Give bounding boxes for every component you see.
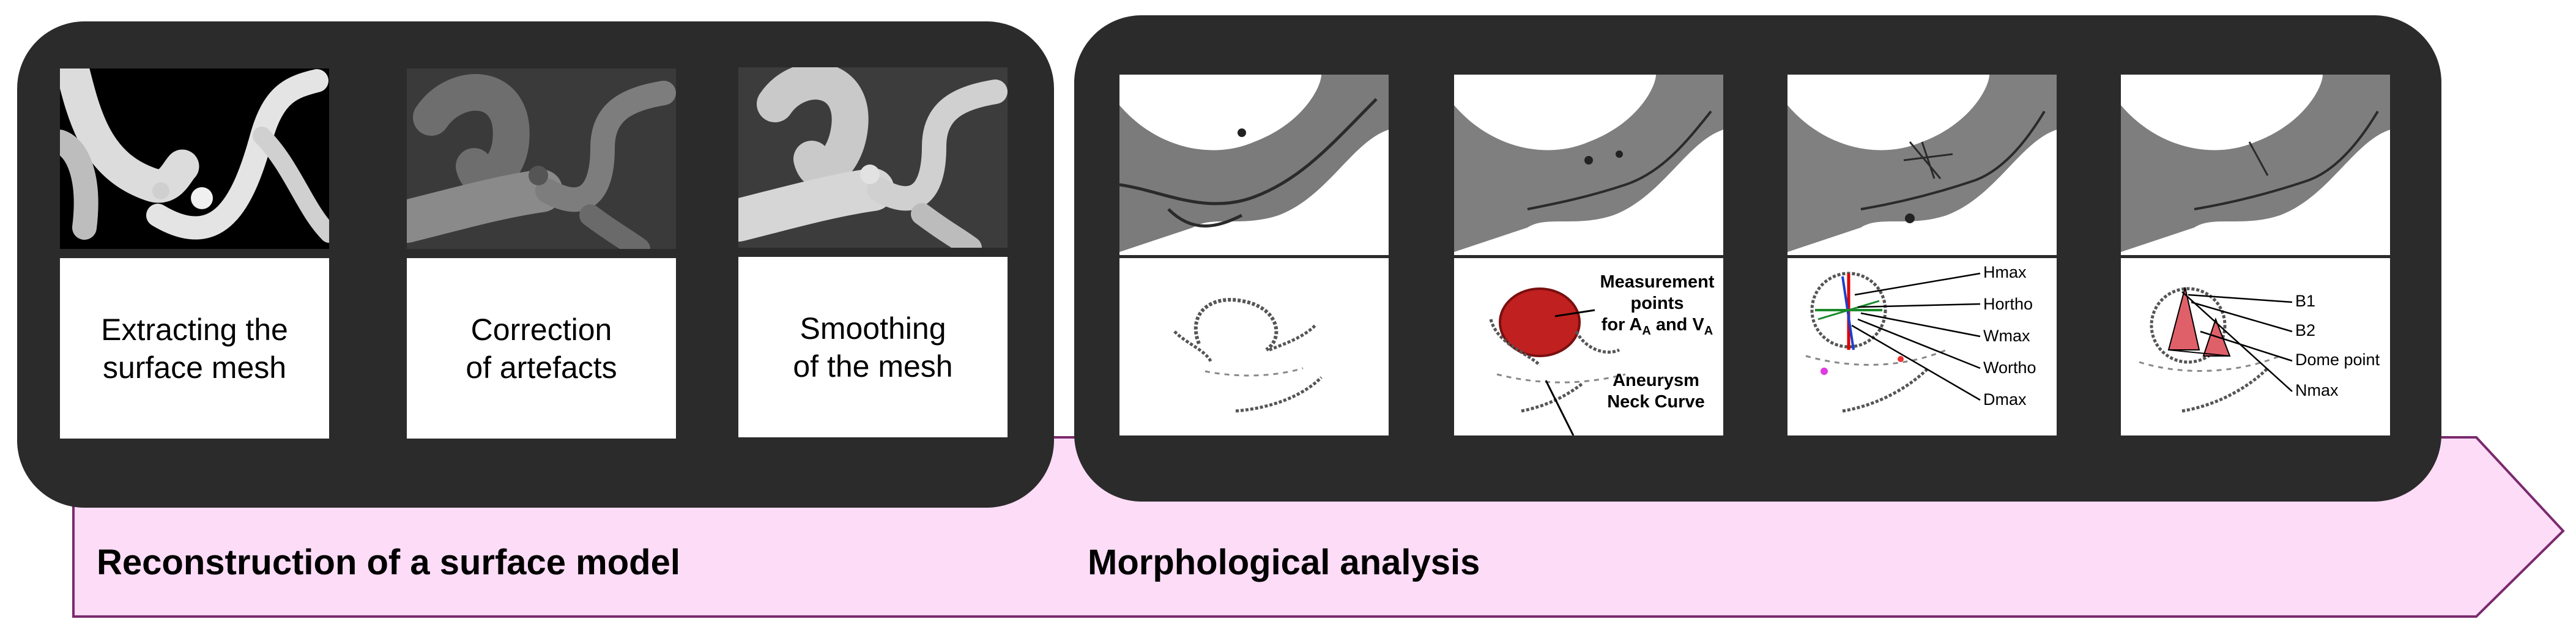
stage-title-reconstruction: Reconstruction of a surface model [97, 543, 680, 582]
vessel-centerline-image-3 [1787, 75, 2057, 255]
step-label-smoothing: Smoothing of the mesh [793, 311, 953, 384]
vessel-centerline-image-1 [1119, 75, 1389, 255]
index-hortho: Hortho [1983, 295, 2033, 313]
height-width-indices-card: Hmax Hortho Wmax Wortho Dmax [1787, 258, 2057, 435]
artefact-correction-image [407, 69, 676, 249]
smoothing-image [738, 67, 1008, 248]
index-wortho: Wortho [1983, 358, 2036, 377]
dome-points-card: B1 B2 Dome point Nmax [2121, 258, 2390, 435]
dome-label-b1: B1 [2295, 292, 2316, 310]
dome-label-b2: B2 [2295, 321, 2316, 339]
step-label-extracting: Extracting the surface mesh [101, 312, 288, 385]
step-card-extracting: Extracting the surface mesh [60, 258, 329, 439]
vessel-centerline-image-2 [1454, 75, 1723, 255]
index-wmax: Wmax [1983, 327, 2030, 345]
measurement-points-label: Measurement points for AA and VA [1600, 272, 1715, 338]
stage-title-morphology: Morphological analysis [1088, 543, 1480, 582]
index-hmax: Hmax [1983, 263, 2027, 281]
index-dmax: Dmax [1983, 390, 2027, 409]
step-card-correction: Correction of artefacts [407, 258, 676, 439]
aneurysm-outline-card [1119, 258, 1389, 435]
surface-mesh-image [60, 69, 329, 249]
step-card-smoothing: Smoothing of the mesh [738, 257, 1008, 437]
vessel-centerline-image-4 [2121, 75, 2390, 255]
dome-label-nmax: Nmax [2295, 381, 2339, 399]
dome-label-dome-point: Dome point [2295, 350, 2380, 369]
measurement-points-card: Measurement points for AA and VA Aneurys… [1454, 258, 1723, 436]
step-label-correction: Correction of artefacts [466, 312, 617, 385]
aneurysm-neck-curve-label: Aneurysm Neck Curve [1607, 371, 1705, 412]
